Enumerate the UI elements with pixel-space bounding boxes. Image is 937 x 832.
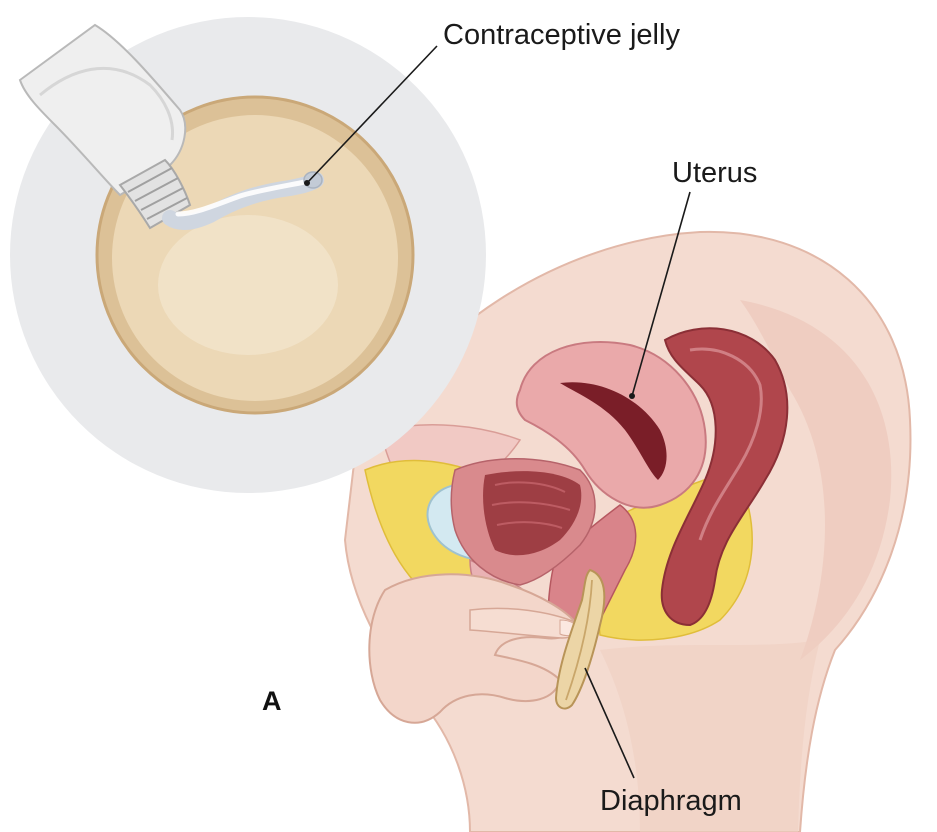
- label-diaphragm: Diaphragm: [600, 785, 742, 817]
- leader-dot-uterus: [629, 393, 635, 399]
- label-contraceptive-jelly: Contraceptive jelly: [443, 19, 680, 51]
- leader-dot-contraceptive-jelly: [304, 180, 310, 186]
- inset-diaphragm-view: [10, 17, 486, 493]
- diaphragm-highlight: [158, 215, 338, 355]
- panel-letter: A: [262, 686, 282, 716]
- label-uterus: Uterus: [672, 157, 757, 189]
